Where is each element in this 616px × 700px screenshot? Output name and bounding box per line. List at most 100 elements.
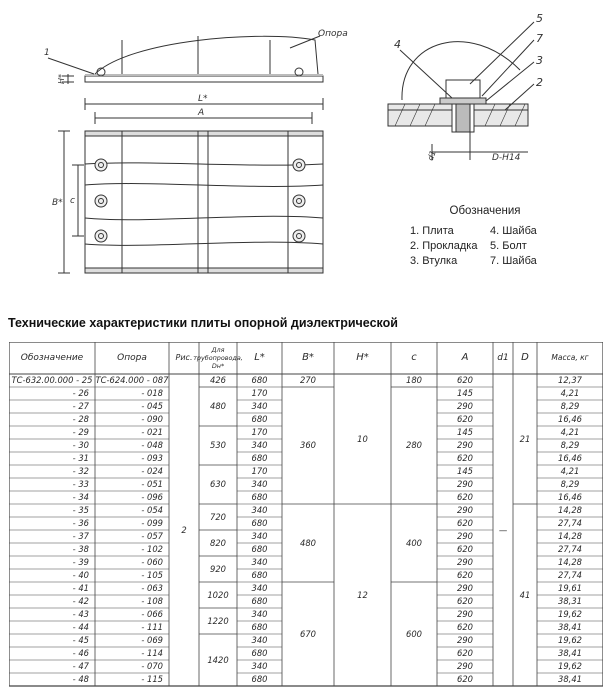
cell-a: 290 <box>457 440 473 450</box>
cell-support: - 102 <box>141 544 163 554</box>
cell-pipe-diameter: 480 <box>210 401 226 411</box>
cell-mass: 27,74 <box>558 544 582 554</box>
cell-designation: - 45 <box>72 635 89 645</box>
cell-mass: 38,41 <box>558 648 582 658</box>
cell-mass: 27,74 <box>558 570 582 580</box>
cell-l: 680 <box>251 648 268 658</box>
legend: Обозначения 1. Плита 4. Шайба 2. Проклад… <box>410 205 610 267</box>
drawing-lines: 1 Опора H* L* A B* c 4 5 7 3 2 D-H14 d1 <box>44 12 543 274</box>
cell-b: 270 <box>300 375 316 385</box>
cell-a: 290 <box>457 505 473 515</box>
cell-l: 170 <box>251 466 268 476</box>
callout-4: 4 <box>394 38 401 51</box>
cell-support: - 048 <box>141 440 163 450</box>
table-title: Технические характеристики плиты опорной… <box>8 316 398 330</box>
cell-pipe-diameter: 1020 <box>207 589 229 600</box>
cell-support: - 093 <box>141 453 163 463</box>
cell-d1: — <box>498 524 508 535</box>
cell-support: - 070 <box>141 661 163 671</box>
cell-pipe-diameter: 530 <box>210 440 226 450</box>
cell-mass: 19,62 <box>558 635 582 645</box>
cell-l: 680 <box>251 453 268 463</box>
cell-c: 180 <box>406 375 422 385</box>
cell-mass: 14,28 <box>558 505 582 515</box>
technical-drawing: 1 Опора H* L* A B* c 4 5 7 3 2 D-H14 d1 <box>0 0 616 300</box>
cell-mass: 38,41 <box>558 674 582 684</box>
cell-designation: - 30 <box>72 440 89 450</box>
cell-designation: - 47 <box>72 661 89 671</box>
cell-support: - 108 <box>141 596 163 606</box>
cell-designation: - 26 <box>72 388 89 398</box>
cell-b: 670 <box>300 628 316 639</box>
cell-l: 340 <box>251 401 268 411</box>
cell-mass: 14,28 <box>558 557 582 567</box>
cell-l: 680 <box>251 674 268 684</box>
cell-a: 620 <box>457 674 473 684</box>
cell-designation: - 39 <box>72 557 89 567</box>
cell-support: - 105 <box>141 570 163 580</box>
cell-support: - 051 <box>141 479 163 489</box>
header-pipe: Для трубопровода, Dн* <box>193 346 243 370</box>
cell-designation: - 35 <box>72 505 89 515</box>
cell-designation: - 37 <box>72 531 89 541</box>
cell-designation: - 43 <box>72 609 89 619</box>
plate-plan-view <box>84 130 324 274</box>
cell-a: 290 <box>457 583 473 593</box>
cell-a: 620 <box>457 518 473 528</box>
header-D: D <box>521 352 529 363</box>
cell-a: 620 <box>457 570 473 580</box>
header-fig: Рис. <box>175 353 193 362</box>
cell-mass: 4,21 <box>560 388 580 398</box>
cell-support: - 054 <box>141 505 163 515</box>
dim-h-label: H* <box>57 74 66 84</box>
cell-designation: - 41 <box>72 583 89 593</box>
cell-support: - 066 <box>141 609 163 619</box>
header-mass: Масса, кг <box>551 353 589 362</box>
dim-d-label: D-H14 <box>492 153 521 163</box>
cell-l: 340 <box>251 557 268 567</box>
cell-designation: - 34 <box>72 492 89 502</box>
detail-support-outline <box>401 41 521 101</box>
cell-a: 290 <box>457 661 473 671</box>
cell-support: - 060 <box>141 557 163 567</box>
cell-mass: 19,62 <box>558 609 582 619</box>
cell-a: 620 <box>457 544 473 554</box>
cell-l: 680 <box>251 544 268 554</box>
cell-designation: - 48 <box>72 674 89 684</box>
cell-support: - 057 <box>141 531 163 541</box>
cell-l: 340 <box>251 635 268 645</box>
cell-mass: 38,41 <box>558 622 582 632</box>
header-L: L* <box>254 352 265 363</box>
cell-support: - 115 <box>141 674 163 684</box>
cell-fig: 2 <box>181 524 187 535</box>
cell-pipe-diameter: 426 <box>210 375 226 385</box>
cell-l: 340 <box>251 609 268 619</box>
cell-pipe-diameter: 1420 <box>207 654 229 665</box>
cell-l: 170 <box>251 427 268 437</box>
cell-pipe-diameter: 920 <box>210 563 226 574</box>
cell-support: - 096 <box>141 492 163 502</box>
cell-d: 21 <box>519 433 531 444</box>
callout-7: 7 <box>536 32 543 45</box>
cell-designation: - 29 <box>72 427 89 437</box>
callout-1: 1 <box>44 48 50 58</box>
cell-h: 10 <box>357 433 368 444</box>
legend-item: 2. Прокладка <box>410 240 478 252</box>
cell-support: - 069 <box>141 635 163 645</box>
cell-designation: ТС-632.00.000 - 25 <box>11 375 93 385</box>
cell-mass: 16,46 <box>558 492 582 502</box>
cell-support: - 024 <box>141 466 163 476</box>
cell-support: ТС-624.000 - 087 <box>95 375 169 385</box>
cell-support: - 111 <box>141 622 163 632</box>
cell-mass: 16,46 <box>558 414 582 424</box>
cell-pipe-diameter: 720 <box>210 511 226 522</box>
cell-l: 340 <box>251 531 268 541</box>
cell-designation: - 32 <box>72 466 89 476</box>
cell-h: 12 <box>357 589 368 600</box>
cell-support: - 063 <box>141 583 163 593</box>
cell-mass: 16,46 <box>558 453 582 463</box>
dim-b-label: B* <box>52 198 63 208</box>
cell-l: 680 <box>251 622 268 632</box>
cell-l: 680 <box>251 492 268 502</box>
cell-l: 680 <box>251 570 268 580</box>
